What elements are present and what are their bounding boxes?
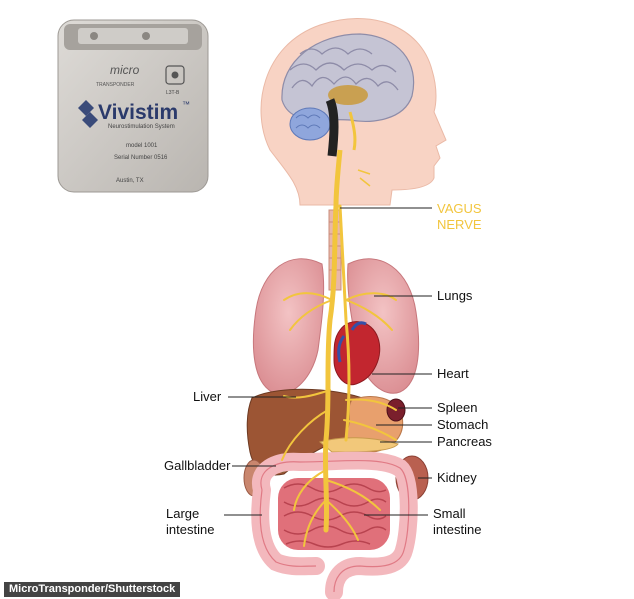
device-name: Vivistim [98,101,178,124]
label-heart: Heart [437,366,469,381]
device-serial: Serial Number 0516 [114,155,168,161]
device-badge-icon [165,65,185,85]
device-badge: L3T-B [166,90,180,96]
label-liver: Liver [193,389,222,404]
leader-lines [224,207,432,516]
left-lung-icon [252,258,325,395]
label-spleen: Spleen [437,400,477,415]
label-vagus-line2: NERVE [437,217,482,232]
label-small-intestine-line2: intestine [433,522,481,537]
label-gallbladder: Gallbladder [164,458,231,473]
device-city: Austin, TX [116,178,144,184]
image-credit: MicroTransponder/Shutterstock [4,582,181,597]
label-small-intestine-line1: Small [433,506,466,521]
vivistim-logo-icon [78,100,98,128]
label-vagus-line1: VAGUS [437,201,482,216]
torso-illustration [243,203,429,599]
device-system: Neurostimulation System [108,124,175,130]
label-pancreas: Pancreas [437,434,492,449]
organ-labels: VAGUS NERVE Lungs Heart Liver Spleen Sto… [164,201,492,537]
heart-icon [333,321,381,386]
small-intestine-icon [278,478,390,550]
head-illustration [260,18,447,207]
label-lungs: Lungs [437,288,473,303]
device-tm: ™ [182,100,190,109]
device-brand-small: micro [110,63,140,77]
label-large-intestine-line2: intestine [166,522,214,537]
label-large-intestine-line1: Large [166,506,199,521]
vagus-nerve-icon [281,203,397,547]
vivistim-device: micro TRANSPONDER Vivistim ™ Neurostimul… [57,19,209,193]
label-kidney: Kidney [437,470,477,485]
device-model: model 1001 [126,143,158,149]
device-brand-sub: TRANSPONDER [96,82,135,88]
label-stomach: Stomach [437,417,488,432]
cerebellum-icon [289,107,331,141]
